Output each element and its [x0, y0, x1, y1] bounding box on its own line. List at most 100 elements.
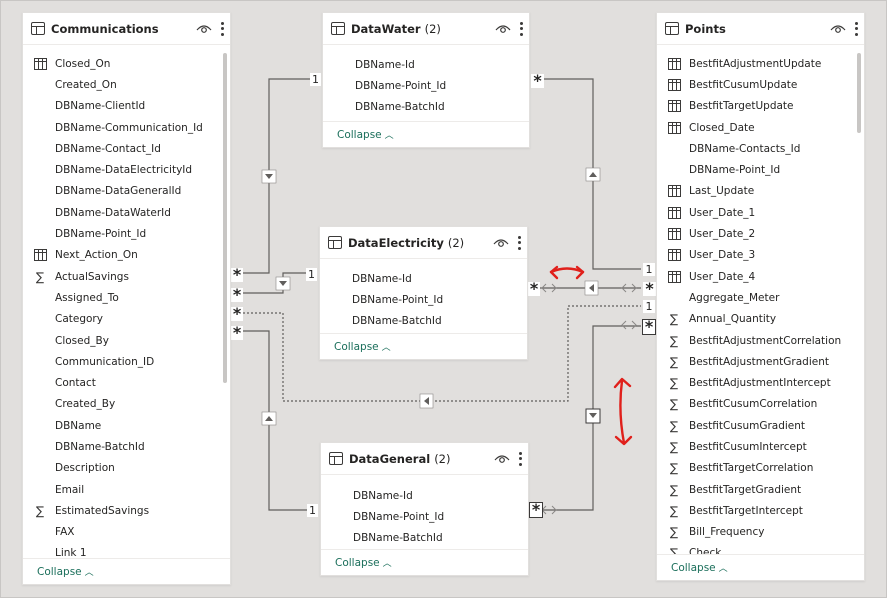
eye-icon[interactable]: [196, 23, 212, 35]
field-row[interactable]: ∑BestfitTargetGradient: [657, 479, 864, 500]
field-row[interactable]: DBName-ClientId: [23, 96, 230, 117]
field-row[interactable]: Created_By: [23, 394, 230, 415]
field-row[interactable]: Category: [23, 309, 230, 330]
field-row[interactable]: Closed_By: [23, 330, 230, 351]
field-row[interactable]: ∑BestfitAdjustmentCorrelation: [657, 330, 864, 351]
field-name: DBName-BatchId: [352, 315, 442, 328]
rel-comm-datageneral[interactable]: [243, 330, 313, 511]
field-icon-spacer: [667, 163, 681, 177]
table-icon: [331, 22, 345, 35]
field-row[interactable]: DBName-Point_Id: [345, 75, 529, 96]
field-row[interactable]: ∑BestfitCusumGradient: [657, 415, 864, 436]
field-row[interactable]: Communication_ID: [23, 351, 230, 372]
field-row[interactable]: DBName-DataElectricityId: [23, 159, 230, 180]
more-options-icon[interactable]: [519, 21, 523, 36]
field-row[interactable]: ∑BestfitAdjustmentIntercept: [657, 372, 864, 393]
field-row[interactable]: Contact: [23, 372, 230, 393]
collapse-button[interactable]: Collapse ︿: [320, 333, 527, 359]
field-row[interactable]: User_Date_4: [657, 266, 864, 287]
eye-icon[interactable]: [493, 237, 509, 249]
field-row[interactable]: DBName-Point_Id: [343, 506, 528, 527]
field-row[interactable]: DBName-BatchId: [345, 97, 529, 118]
field-row[interactable]: ∑BestfitTargetCorrelation: [657, 458, 864, 479]
field-row[interactable]: ∑BestfitCusumCorrelation: [657, 394, 864, 415]
collapse-button[interactable]: Collapse ︿: [323, 121, 529, 147]
field-row[interactable]: DBName-Point_Id: [23, 223, 230, 244]
field-row[interactable]: ∑BestfitCusumIntercept: [657, 436, 864, 457]
field-row[interactable]: DBName-DataWaterId: [23, 202, 230, 223]
eye-icon[interactable]: [495, 23, 511, 35]
more-options-icon[interactable]: [518, 451, 522, 466]
field-row[interactable]: DBName-Point_Id: [342, 289, 527, 310]
field-name: Bill_Frequency: [689, 526, 765, 539]
field-row[interactable]: DBName-Contacts_Id: [657, 138, 864, 159]
field-row[interactable]: DBName-BatchId: [343, 528, 528, 549]
scrollbar[interactable]: [857, 53, 861, 133]
collapse-button[interactable]: Collapse ︿: [321, 549, 528, 575]
field-row[interactable]: BestfitCusumUpdate: [657, 74, 864, 95]
field-row[interactable]: BestfitTargetUpdate: [657, 96, 864, 117]
field-row[interactable]: ∑ActualSavings: [23, 266, 230, 287]
field-name: Created_By: [55, 398, 116, 411]
field-row[interactable]: Description: [23, 458, 230, 479]
field-icon-spacer: [33, 461, 47, 475]
field-row[interactable]: DBName-BatchId: [342, 311, 527, 332]
field-name: Email: [55, 483, 85, 496]
table-icon: [665, 22, 679, 35]
sigma-icon: ∑: [669, 354, 679, 369]
field-row[interactable]: Aggregate_Meter: [657, 287, 864, 308]
field-row[interactable]: Created_On: [23, 74, 230, 95]
field-name: EstimatedSavings: [55, 504, 150, 517]
field-row[interactable]: User_Date_2: [657, 223, 864, 244]
more-options-icon[interactable]: [854, 21, 858, 36]
field-row[interactable]: DBName-Communication_Id: [23, 117, 230, 138]
field-name: BestfitTargetCorrelation: [689, 462, 814, 475]
calendar-icon: [667, 206, 681, 220]
field-row[interactable]: DBName-Id: [342, 268, 527, 289]
calendar-icon: [667, 248, 681, 262]
field-row[interactable]: Last_Update: [657, 181, 864, 202]
field-row[interactable]: DBName-Id: [343, 485, 528, 506]
more-options-icon[interactable]: [517, 235, 521, 250]
collapse-button[interactable]: Collapse ︿: [23, 558, 230, 584]
rel-comm-datawater[interactable]: [243, 78, 313, 274]
field-row[interactable]: User_Date_1: [657, 202, 864, 223]
field-row[interactable]: BestfitAdjustmentUpdate: [657, 53, 864, 74]
field-row[interactable]: ∑Bill_Frequency: [657, 522, 864, 543]
field-name: Next_Action_On: [55, 249, 138, 262]
field-row[interactable]: ∑EstimatedSavings: [23, 500, 230, 521]
field-row[interactable]: Closed_On: [23, 53, 230, 74]
field-row[interactable]: FAX: [23, 522, 230, 543]
field-row[interactable]: DBName-Id: [345, 54, 529, 75]
eye-icon[interactable]: [494, 453, 510, 465]
collapse-button[interactable]: Collapse ︿: [657, 554, 864, 580]
field-row[interactable]: ∑BestfitAdjustmentGradient: [657, 351, 864, 372]
field-row[interactable]: Link 1: [23, 543, 230, 559]
more-options-icon[interactable]: [220, 21, 224, 36]
field-row[interactable]: Email: [23, 479, 230, 500]
field-row[interactable]: Assigned_To: [23, 287, 230, 308]
field-row[interactable]: DBName-Contact_Id: [23, 138, 230, 159]
cardinality-one: 1: [643, 300, 655, 313]
scrollbar[interactable]: [223, 53, 227, 383]
field-row[interactable]: ∑Check: [657, 543, 864, 555]
field-name: Description: [55, 462, 115, 475]
field-row[interactable]: DBName-DataGeneralId: [23, 181, 230, 202]
field-row[interactable]: User_Date_3: [657, 245, 864, 266]
chevron-up-icon: ︿: [384, 131, 394, 141]
field-row[interactable]: ∑Annual_Quantity: [657, 309, 864, 330]
field-row[interactable]: ∑BestfitTargetIntercept: [657, 500, 864, 521]
field-row[interactable]: DBName-BatchId: [23, 436, 230, 457]
eye-icon[interactable]: [830, 23, 846, 35]
rel-comm-points[interactable]: [243, 305, 641, 402]
field-row[interactable]: Closed_Date: [657, 117, 864, 138]
field-row[interactable]: DBName: [23, 415, 230, 436]
field-row[interactable]: DBName-Point_Id: [657, 159, 864, 180]
field-row[interactable]: Next_Action_On: [23, 245, 230, 266]
